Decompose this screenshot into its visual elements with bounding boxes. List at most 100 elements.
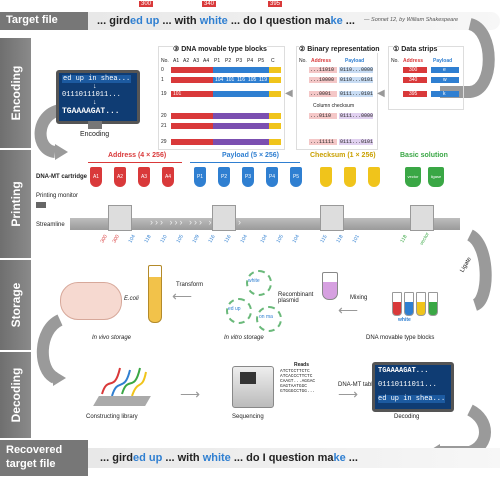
data-strips-panel: ① Data strips No. Address Payload 300 e …: [388, 45, 464, 110]
oligo-label: 300: [99, 233, 109, 245]
p3-val: 101: [173, 91, 182, 97]
p2-pay-text: 0111...0101: [340, 139, 374, 145]
p3-pay-cells: [213, 67, 269, 73]
oligo-label: 118: [335, 234, 345, 244]
oligo-label: 118: [143, 234, 153, 244]
tube-a2: A2: [114, 167, 126, 187]
panel1-title: ① Data strips: [393, 45, 438, 53]
p3-pay-cells: [213, 91, 269, 97]
p1-pay-0: [431, 67, 459, 73]
p3-chk-cell: [269, 91, 281, 97]
tube-checksum-1: [320, 167, 332, 187]
monitor-arrow-icon: ↓: [93, 83, 97, 90]
recovered-text: ... girded up ... with white ... do I qu…: [100, 452, 358, 464]
monitor-stand: [88, 121, 102, 129]
library-label: Constructing library: [86, 414, 138, 420]
payload-group-label: Payload (5 × 256): [222, 152, 280, 159]
white-tag: white: [398, 317, 411, 323]
transform-label: Transform: [176, 282, 204, 288]
type-block-tubes: [392, 292, 452, 326]
target-file-header: Target file ... girded up ... with white…: [0, 0, 500, 34]
text-prefix: ... gird: [97, 15, 130, 27]
p3-h-p4: P4: [247, 58, 254, 64]
decode-line1: TGAAAAGAT...: [378, 367, 429, 375]
p3-h-c: C: [271, 58, 275, 64]
text-seg2: white: [199, 15, 228, 27]
oligo-label: 104: [291, 233, 301, 245]
p1-pay-text: k: [443, 91, 446, 97]
p2-addr-text: ...11111: [310, 139, 335, 145]
p3-row0: 0: [161, 67, 282, 74]
p2-pay-1: [339, 77, 373, 83]
tube-p4: P4: [266, 167, 278, 187]
p3-val: 101: [226, 77, 235, 83]
mixing-tube: [322, 272, 338, 300]
p3-pay-cells: [213, 77, 269, 83]
p3-h-p5: P5: [258, 58, 265, 64]
oligo-label: 110: [159, 234, 169, 244]
p3-row20: 20: [161, 113, 282, 120]
p3-row-num: 19: [161, 91, 167, 97]
oligo-label: 105: [175, 233, 185, 245]
p3-row-num: 20: [161, 113, 167, 119]
text-mid2: ... do I question ma: [227, 15, 331, 27]
recovered-label-box: [0, 440, 88, 476]
recombinant-label: Recombinant plasmid: [278, 292, 314, 304]
p3-chk-cell: [269, 113, 281, 119]
streamline-label: Streamline: [36, 222, 65, 228]
tube-p2: P2: [218, 167, 230, 187]
tube-p5: P5: [290, 167, 302, 187]
stage-storage: Storage: [0, 260, 31, 350]
p3-addr-cells: [171, 113, 213, 119]
p1-addr-2: [403, 91, 427, 97]
p1-addr-0: [403, 67, 427, 73]
p2-pay-text: 0110...0101: [340, 77, 374, 83]
p1-addr-1: [403, 77, 427, 83]
arrow-p1-to-p2: ◀: [377, 88, 385, 99]
p1-pay-text: e: [443, 67, 446, 73]
p1-pay-2: [431, 91, 459, 97]
p3-h-a3: A3: [193, 58, 200, 64]
p2-addr-3: [309, 113, 337, 119]
read-line: GAGTAATGGC: [280, 384, 308, 389]
read-line: GTGGGCCTGG...: [280, 389, 316, 394]
p2-addr-2: [309, 91, 337, 97]
plasmid-3: [256, 306, 282, 332]
p3-addr-cells: [171, 67, 213, 73]
print-head-1: [108, 205, 132, 231]
binary-panel: ② Binary representation No. Address Payl…: [296, 45, 380, 150]
p2-addr-0: [309, 67, 337, 73]
type-blocks-label: DNA movable type blocks: [366, 335, 435, 341]
p3-row21: 21: [161, 123, 282, 130]
dna-blocks-panel: ③ DNA movable type blocks No. A1 A2 A3 A…: [158, 45, 285, 150]
oligo-label: 105: [275, 233, 285, 245]
target-text: ... girded up ... with white ... do I qu…: [97, 15, 355, 27]
block-tube-2: [404, 292, 414, 316]
mixing-arrow-icon: ⟵: [338, 302, 359, 318]
plasmid-word: white: [248, 278, 260, 284]
column-checksum-label: Column checksum: [313, 103, 355, 109]
recovered-label-2: target file: [6, 458, 56, 470]
rec-suffix: ...: [345, 452, 358, 464]
p3-chk-cell: [269, 123, 281, 129]
oligo-label: 104: [127, 233, 137, 245]
p3-h-p2: P2: [225, 58, 232, 64]
p3-val: 119: [259, 77, 267, 83]
p2-addr-text: ...10000: [310, 77, 335, 83]
p1-addr-text: 395: [409, 91, 418, 97]
p3-row29: 29: [161, 139, 282, 146]
p2-addr-text: ...11010: [310, 67, 335, 73]
p3-pay-cells: [213, 139, 269, 145]
p2-addr-text: ...0110: [310, 113, 332, 119]
payload-group-line: [190, 162, 300, 163]
tube-a4: A4: [162, 167, 174, 187]
rec-seg2: white: [202, 452, 231, 464]
p3-addr-cells: [171, 77, 213, 83]
address-group-line: [88, 162, 182, 163]
p1-h-no: No.: [391, 58, 399, 64]
p3-row19: 19 101: [161, 91, 282, 98]
print-head-3: [320, 205, 344, 231]
text-seg3: ke: [330, 15, 343, 27]
p2-addr-4: [309, 139, 337, 145]
oligo-label: 118: [399, 234, 409, 244]
